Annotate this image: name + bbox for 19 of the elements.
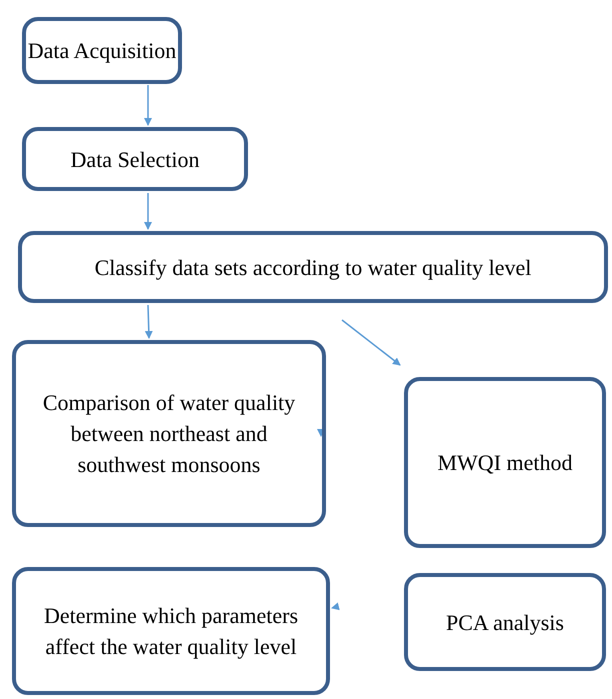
arrow (144, 193, 152, 230)
process-box (12, 567, 330, 695)
process-box (18, 231, 608, 303)
process-box (404, 377, 606, 548)
step-text: MWQI method (437, 449, 573, 477)
step-text: Classify data sets according to water quality level (94, 254, 532, 282)
arrow (331, 602, 340, 610)
step-text: Comparison of water quality between northeast and southwest monsoons (42, 389, 296, 479)
step-text: Data Selection (70, 146, 200, 174)
step-text: Determine which parameters affect the water quality level (42, 602, 300, 661)
process-box (404, 573, 606, 671)
arrow (144, 85, 152, 126)
step-text: PCA analysis (446, 608, 564, 637)
process-box (22, 17, 182, 84)
step-text: Data Acquisition (28, 37, 176, 65)
process-box (22, 127, 248, 191)
arrow (342, 319, 401, 366)
process-box (12, 340, 326, 527)
arrow (144, 304, 153, 339)
